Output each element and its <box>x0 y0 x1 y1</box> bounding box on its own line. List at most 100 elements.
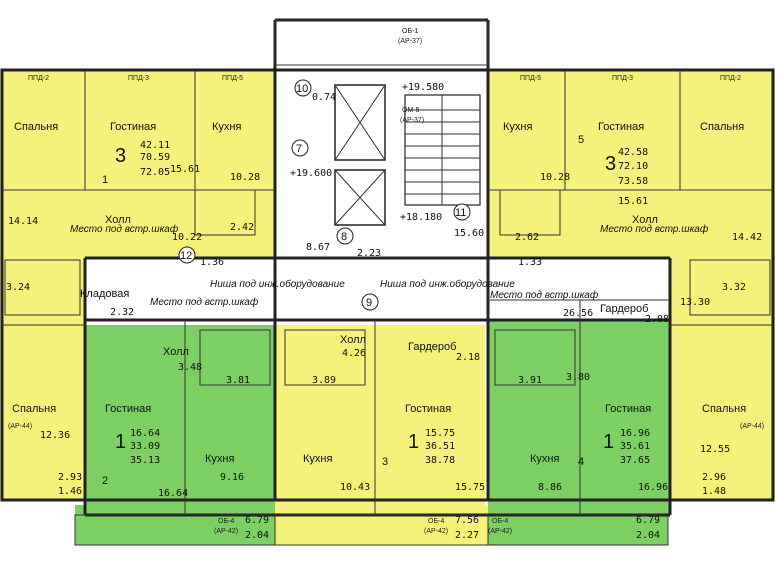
area-label: 6.79 <box>245 515 269 526</box>
mark-ar44-r: (АР-44) <box>740 423 764 430</box>
room-number-circles: 7 8 9 10 11 12 <box>178 79 471 311</box>
living-label-br: Гостиная <box>605 403 651 415</box>
room-number-11: 11 <box>455 207 466 219</box>
area-label: 3.32 <box>722 282 746 293</box>
area-label: 3.48 <box>178 362 202 373</box>
area-label: 2.32 <box>110 307 134 318</box>
apt-3-total: 15.75 <box>425 428 455 439</box>
area-label: 9.16 <box>220 472 244 483</box>
room-number-9: 9 <box>366 297 372 309</box>
apt-3-balcony-fill <box>275 505 488 545</box>
apt-5-number: 5 <box>578 134 584 146</box>
area-label: 15.75 <box>455 482 485 493</box>
area-label: 16.64 <box>158 488 188 499</box>
bedroom-label-tr: Спальня <box>700 121 744 133</box>
apt-4-total: 16.96 <box>620 428 650 439</box>
area-label: 2.62 <box>515 232 539 243</box>
fills <box>0 20 775 545</box>
mark-ppd2-l: ППД-2 <box>28 75 49 82</box>
apt-2-balcony-fill <box>75 505 275 545</box>
area-label: 2.08 <box>645 314 669 325</box>
apt-1-number: 1 <box>102 174 108 186</box>
room-number-7: 7 <box>296 143 302 155</box>
apt-3-rooms: 1 <box>408 431 419 453</box>
area-label: 6.79 <box>636 515 660 526</box>
kitchen-label-tr: Кухня <box>503 121 532 133</box>
hall-label-l: Холл <box>105 214 131 226</box>
area-label: 13.30 <box>680 297 710 308</box>
mark-ar42-l: (АР-42) <box>214 528 238 535</box>
area-label: 2.23 <box>357 248 381 259</box>
wardrobe-place-note-r: Место под встр.шкаф <box>600 223 709 235</box>
apt-4-with-balcony: 37.65 <box>620 455 650 466</box>
area-label: 0.74 <box>312 92 336 103</box>
staircase <box>404 94 481 206</box>
mark-ppd2-r: ППД-2 <box>720 75 741 82</box>
area-label: 1.46 <box>58 486 82 497</box>
room-labels: Спальня Гостиная Кухня Кухня Гостиная Сп… <box>12 121 746 465</box>
living-label-tl: Гостиная <box>110 121 156 133</box>
area-label: 2.27 <box>455 530 479 541</box>
mark-ar37: (АР-37) <box>398 38 422 45</box>
area-label: 12.55 <box>700 444 730 455</box>
mark-om5: ОМ-5 <box>402 107 420 114</box>
apt-1-fill <box>0 70 275 270</box>
room-areas: 15.61 10.28 14.14 10.22 2.42 3.24 2.32 1… <box>6 92 762 541</box>
apt-2-with-balcony: 35.13 <box>130 455 160 466</box>
mark-ar42-m: (АР-42) <box>424 528 448 535</box>
room-number-12: 12 <box>180 250 192 262</box>
area-label: 4.26 <box>342 348 366 359</box>
kitchen-label-bl: Кухня <box>205 453 234 465</box>
area-label: 2.04 <box>245 530 269 541</box>
area-label: 10.43 <box>340 482 370 493</box>
area-label: 3.80 <box>566 372 590 383</box>
area-label: 2.04 <box>636 530 660 541</box>
apt-5-summary: 3 42.58 72.10 73.58 5 <box>578 134 648 187</box>
notes: Место под встр.шкаф Место под встр.шкаф … <box>70 223 709 308</box>
apt-4-number: 4 <box>578 456 584 468</box>
area-label: 10.28 <box>540 172 570 183</box>
area-label: 7.56 <box>455 515 479 526</box>
apt-2-living: 33.09 <box>130 441 160 452</box>
bedroom-label-br: Спальня <box>702 403 746 415</box>
apt-2-fill <box>85 325 275 515</box>
elevation-top: +19.580 <box>402 82 444 93</box>
area-label: 10.22 <box>172 232 202 243</box>
apt-3-fill <box>275 325 485 505</box>
elevations: +19.580 +19.600 +18.180 <box>290 82 444 223</box>
vertical-core <box>4 84 771 386</box>
mark-ppd3-r: ППД-3 <box>612 75 633 82</box>
mark-ob4-m: ОБ-4 <box>428 518 444 525</box>
bedroom-label-tl: Спальня <box>14 121 58 133</box>
wardrobe-place-note-cr: Место под встр.шкаф <box>490 289 599 301</box>
wardrobe-label-r: Гардероб <box>600 303 648 315</box>
walls <box>0 18 775 546</box>
apt-3-with-balcony: 38.78 <box>425 455 455 466</box>
mark-ob1: ОБ-1 <box>402 28 418 35</box>
room-number-8: 8 <box>341 231 347 243</box>
mark-ar37b: (АР-37) <box>400 117 424 124</box>
apt-5-fill <box>488 70 775 270</box>
apt-2-summary: 1 16.64 33.09 35.13 2 <box>102 428 160 487</box>
hall-label-gl: Холл <box>163 346 189 358</box>
apt-4-fill <box>488 300 670 515</box>
area-label: 15.60 <box>454 228 484 239</box>
elevation-low: +18.180 <box>400 212 442 223</box>
kitchen-label-tl: Кухня <box>212 121 241 133</box>
area-label: 2.96 <box>702 472 726 483</box>
apt-5-lower-fill <box>670 270 775 500</box>
apt-4-summary: 1 16.96 35.61 37.65 4 <box>578 428 650 468</box>
apt-5-with-balcony: 73.58 <box>618 176 648 187</box>
apt-4-rooms: 1 <box>603 431 614 453</box>
apt-3-summary: 1 15.75 36.51 38.78 3 <box>382 428 455 468</box>
area-label: 15.61 <box>618 196 648 207</box>
area-label: 3.81 <box>226 375 250 386</box>
mark-ar44-l: (АР-44) <box>8 423 32 430</box>
elevation-mid: +19.600 <box>290 168 332 179</box>
area-label: 3.24 <box>6 282 30 293</box>
area-label: 14.14 <box>8 216 38 227</box>
apt-5-total: 42.58 <box>618 147 648 158</box>
wardrobe-place-note-l: Место под встр.шкаф <box>70 223 179 235</box>
corridor-fill <box>85 258 670 320</box>
